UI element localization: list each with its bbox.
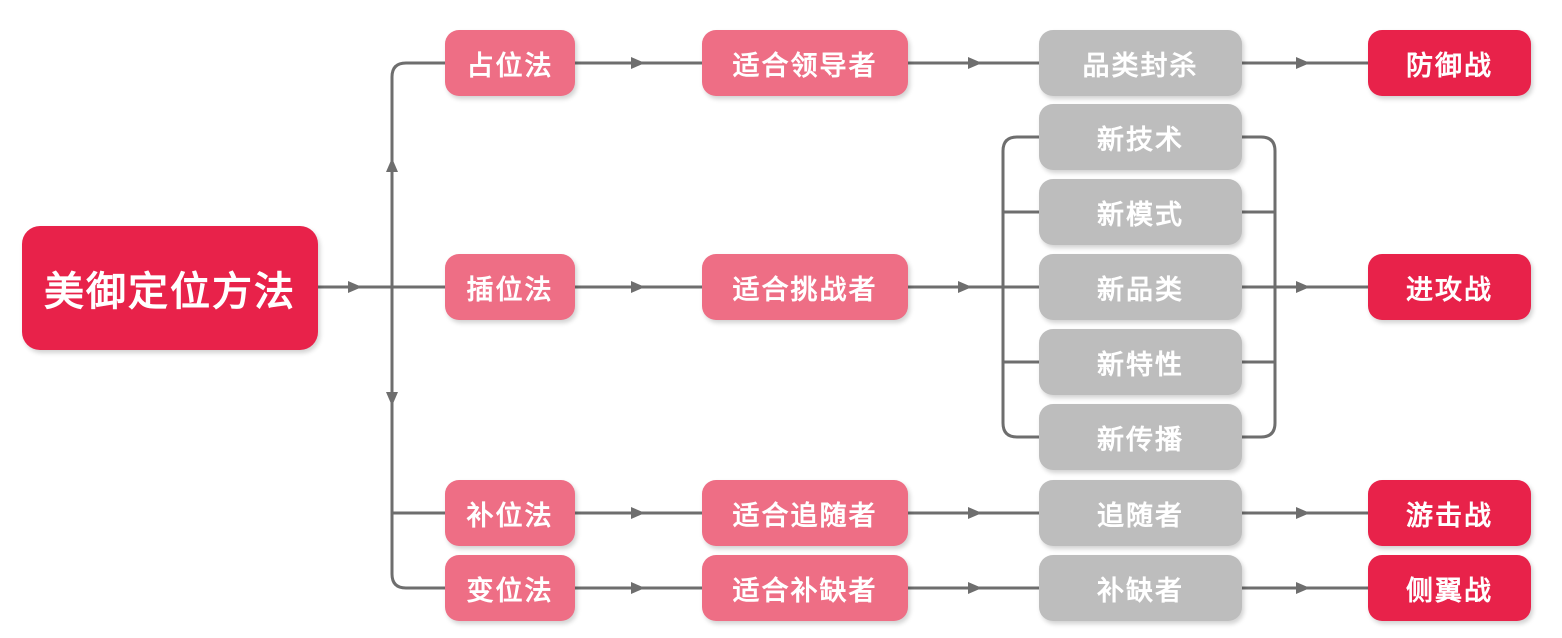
node-method-2[interactable]: 插位法 (445, 254, 575, 320)
cluster-left-bracket (1001, 135, 1039, 439)
arrow-r1a (631, 57, 645, 69)
node-suit-3[interactable]: 适合追随者 (702, 480, 908, 546)
node-strategy-2-1[interactable]: 新技术 (1039, 104, 1242, 170)
node-warfare-3[interactable]: 游击战 (1368, 480, 1531, 546)
node-strategy-2-2[interactable]: 新模式 (1039, 179, 1242, 245)
arrow-trunk-down (386, 392, 398, 406)
edge-trunk (390, 61, 445, 590)
node-warfare-1[interactable]: 防御战 (1368, 30, 1531, 96)
arrow-r1c (1296, 57, 1310, 69)
arrow-r4c (1296, 582, 1310, 594)
node-strategy-2-4[interactable]: 新特性 (1039, 329, 1242, 395)
node-strategy-4[interactable]: 补缺者 (1039, 555, 1242, 621)
node-strategy-2-3[interactable]: 新品类 (1039, 254, 1242, 320)
node-strategy-1[interactable]: 品类封杀 (1039, 30, 1242, 96)
node-method-1[interactable]: 占位法 (445, 30, 575, 96)
arrow-r4b (968, 582, 982, 594)
arrow-r2a (631, 281, 645, 293)
cluster-right-bracket (1242, 135, 1277, 439)
arrow-r2c (1296, 281, 1310, 293)
node-root[interactable]: 美御定位方法 (22, 226, 318, 350)
arrow-r3a (631, 507, 645, 519)
node-suit-1[interactable]: 适合领导者 (702, 30, 908, 96)
node-warfare-2[interactable]: 进攻战 (1368, 254, 1531, 320)
node-suit-4[interactable]: 适合补缺者 (702, 555, 908, 621)
node-strategy-2-5[interactable]: 新传播 (1039, 404, 1242, 470)
node-suit-2[interactable]: 适合挑战者 (702, 254, 908, 320)
arrow-r3b (968, 507, 982, 519)
arrow-r3c (1296, 507, 1310, 519)
arrow-r2b (958, 281, 972, 293)
node-strategy-3[interactable]: 追随者 (1039, 480, 1242, 546)
arrow-root (348, 281, 362, 293)
node-method-3[interactable]: 补位法 (445, 480, 575, 546)
node-warfare-4[interactable]: 侧翼战 (1368, 555, 1531, 621)
arrow-r4a (631, 582, 645, 594)
node-method-4[interactable]: 变位法 (445, 555, 575, 621)
arrow-trunk-up (386, 158, 398, 172)
arrow-r1b (968, 57, 982, 69)
